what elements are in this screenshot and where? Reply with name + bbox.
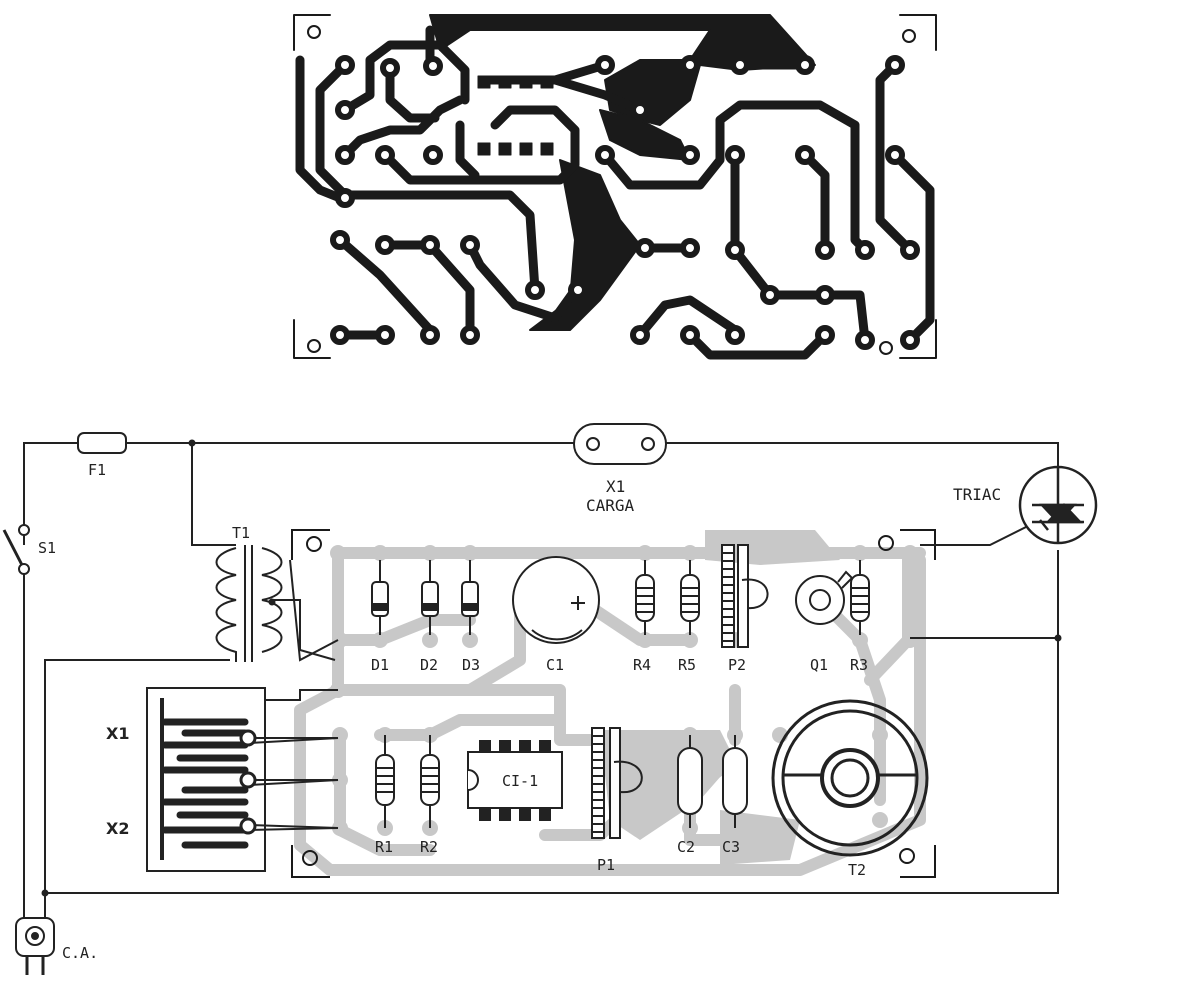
capacitor-c3-label: C3 [722,838,740,856]
ic-ci1 [467,740,563,821]
potentiometer-p1-label: P1 [597,856,615,874]
diodes [371,560,479,635]
ic-ci1-label: CI-1 [502,772,538,790]
potentiometer-p2-label: P2 [728,656,746,674]
ac-plug [15,917,55,975]
capacitor-c1-label: C1 [546,656,564,674]
resistors-top [635,560,870,635]
potentiometer-p2 [721,544,769,648]
triac-label: TRIAC [953,485,1001,504]
resistor-r4-label: R4 [633,656,651,674]
resistor-r3-label: R3 [850,656,868,674]
toroid-t2-label: T2 [848,861,866,879]
sensor-x1-label: X1 [106,724,129,743]
resistor-r2-label: R2 [420,838,438,856]
fuse-f1: F1 [77,432,127,479]
sensor-plate [146,687,339,872]
switch-s1-label: S1 [38,539,56,557]
load-carga-label: CARGA [586,496,635,515]
capacitor-c2-label: C2 [677,838,695,856]
diode-d3-label: D3 [462,656,480,674]
transformer-t1 [215,545,283,662]
resistor-r1-label: R1 [375,838,393,856]
sensor-x2-label: X2 [106,819,129,838]
transistor-q1 [795,570,854,625]
assembly-board-frame [291,529,936,878]
capacitors-c2-c3 [677,735,748,828]
pcb-copper-layout [293,14,937,360]
switch-s1 [2,524,30,575]
ac-plug-label: C.A. [62,944,98,962]
toroid-t2 [771,699,929,857]
diode-d1-label: D1 [371,656,389,674]
pcb-pads [330,55,920,350]
assembly-pads [330,545,918,836]
load-x1 [573,423,667,465]
load-x1-label: X1 [606,477,625,496]
resistor-r5-label: R5 [678,656,696,674]
triac-symbol [1018,465,1098,545]
transistor-q1-label: Q1 [810,656,828,674]
transformer-t1-label: T1 [232,524,250,542]
resistors-bottom [375,735,440,828]
potentiometer-p1 [591,727,643,839]
diode-d2-label: D2 [420,656,438,674]
fuse-f1-label: F1 [88,461,106,479]
capacitor-c1 [512,556,600,644]
